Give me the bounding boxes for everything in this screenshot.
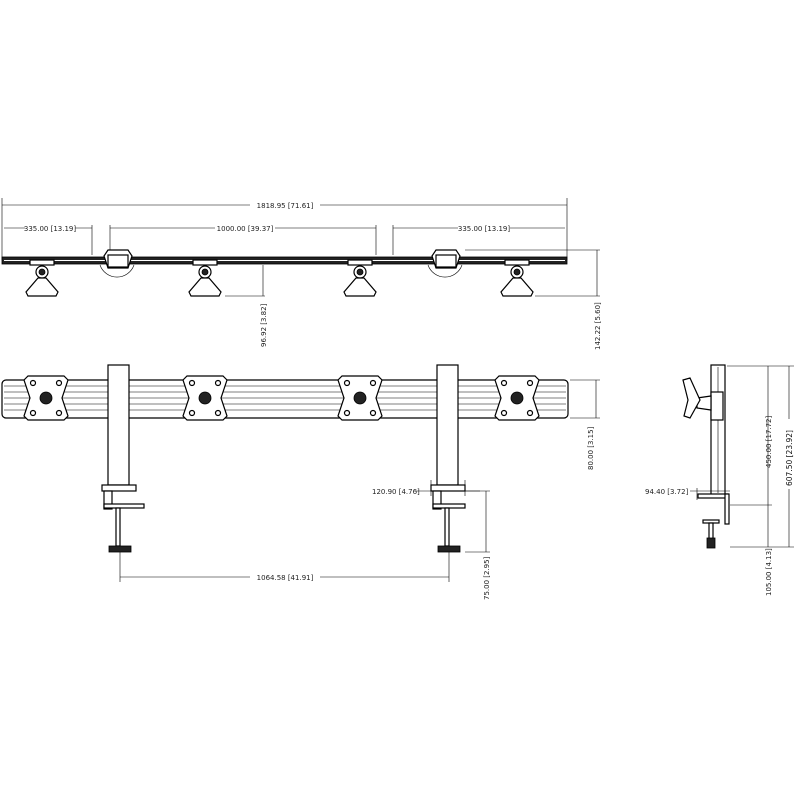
label-overall-width: 1818.95 [71.61] xyxy=(257,202,314,210)
dim-bar-height: 80.00 [3.15] xyxy=(570,379,600,470)
dim-right-overhang: 335.00 [13.19] xyxy=(392,223,565,255)
vesa-plates xyxy=(23,375,540,421)
side-view: 94.40 [3.72] 450.00 [17.72] 105.00 [4.13… xyxy=(645,364,797,596)
label-right-overhang: 335.00 [13.19] xyxy=(458,225,510,233)
top-view: 1818.95 [71.61] 335.00 [13.19] 1000.00 [… xyxy=(1,198,602,350)
label-left-overhang: 335.00 [13.19] xyxy=(24,225,76,233)
front-view: 80.00 [3.15] 120.90 [4.76] 1064.58 [41.9… xyxy=(1,364,600,600)
label-clamp-width: 120.90 [4.76] xyxy=(372,488,420,496)
dim-side-clamp-offset: 94.40 [3.72] xyxy=(645,488,730,500)
pole-top-right xyxy=(427,249,463,278)
label-overall-depth: 142.22 [5.60] xyxy=(594,302,602,350)
dim-left-overhang: 335.00 [13.19] xyxy=(4,223,93,255)
mount-top xyxy=(25,259,534,297)
dim-overall-depth: 142.22 [5.60] xyxy=(465,249,602,350)
dim-clamp-spacing: 1064.58 [41.91] xyxy=(119,552,450,582)
label-clamp-spacing: 1064.58 [41.91] xyxy=(257,574,314,582)
label-pole-spacing: 1000.00 [39.37] xyxy=(217,225,274,233)
dim-mount-depth: 96.92 [3.82] xyxy=(225,265,268,347)
dim-overall-height: 607.50 [23.92] xyxy=(772,365,797,548)
pole-top-left xyxy=(99,249,135,278)
crossbar-front xyxy=(1,379,569,419)
dim-clamp-depth: 75.00 [2.95] xyxy=(465,490,491,600)
dim-overall-width: 1818.95 [71.61] xyxy=(1,198,568,260)
dim-pole-height: 450.00 [17.72] 105.00 [4.13] xyxy=(727,365,773,596)
label-pole-height: 450.00 [17.72] xyxy=(765,416,773,468)
vesa-plate-side xyxy=(682,377,701,419)
pole-front-left xyxy=(101,364,145,553)
dim-pole-spacing-top: 1000.00 [39.37] xyxy=(109,223,377,255)
label-mount-depth: 96.92 [3.82] xyxy=(260,303,268,347)
label-bar-height: 80.00 [3.15] xyxy=(587,426,595,470)
label-clamp-height: 105.00 [4.13] xyxy=(765,548,773,596)
label-side-clamp-offset: 94.40 [3.72] xyxy=(645,488,689,496)
label-clamp-depth: 75.00 [2.95] xyxy=(483,556,491,600)
pole-front-right xyxy=(430,364,466,553)
label-overall-height: 607.50 [23.92] xyxy=(785,430,794,486)
